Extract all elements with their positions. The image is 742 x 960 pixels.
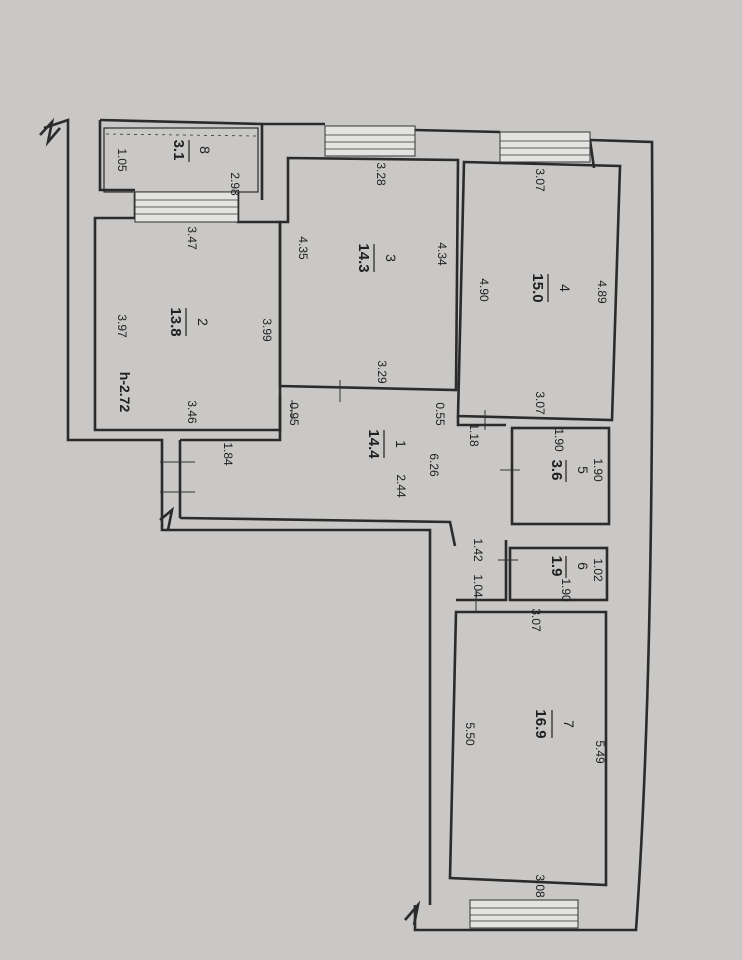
- window-room-7: [469, 899, 579, 929]
- room-1-area: 14.4: [365, 429, 382, 459]
- dim-r4-left: 4.90: [477, 278, 491, 302]
- dim-r6-b: 1.90: [559, 578, 573, 602]
- dim-r7-left: 5.50: [463, 722, 477, 746]
- dim-r2-right: 3.99: [260, 318, 274, 342]
- dim-r4-right: 4.89: [595, 280, 609, 304]
- dim-r3-left: 4.35: [296, 236, 310, 260]
- window-room-4: [499, 131, 591, 163]
- room-4-number: 4: [557, 284, 573, 292]
- outer-walls: [39, 117, 654, 932]
- room-3-area: 14.3: [355, 243, 372, 272]
- room-6-area: 1.9: [548, 556, 565, 577]
- dim-r7-right: 5.49: [593, 740, 607, 764]
- dim-r2-top: 3.47: [185, 226, 199, 250]
- dim-r5-a: 1.90: [552, 428, 566, 452]
- dim-hall-len: 6.26: [427, 453, 441, 477]
- ceiling-height: h-2.72: [117, 372, 133, 413]
- room-1: [160, 395, 506, 547]
- dim-r7-bottom: 3.08: [533, 874, 547, 898]
- room-8-area: 3.1: [170, 140, 187, 161]
- dim-hall-e: 1.04: [471, 574, 485, 598]
- dim-hall-d: 1.42: [471, 538, 485, 562]
- room-2: [93, 191, 282, 432]
- dim-r5-b: 1.90: [591, 458, 605, 482]
- room-3: [278, 125, 460, 402]
- room-labels: 8 3.1 2 13.8 h-2.72 3 14.3 4 15.0 1 14.4…: [117, 140, 591, 739]
- dim-hall-c: 1.18: [467, 423, 481, 447]
- dim-r4-top: 3.07: [533, 168, 547, 192]
- room-4: [456, 131, 622, 430]
- dim-r7-top: 3.07: [529, 608, 543, 632]
- room-7-area: 16.9: [532, 709, 549, 738]
- dim-r8-len: 2.98: [228, 172, 242, 196]
- room-8-number: 8: [197, 146, 213, 154]
- dim-r2-left: 3.97: [115, 314, 129, 338]
- room-5: [500, 426, 611, 526]
- dim-r8-side: 1.05: [115, 148, 129, 172]
- dim-r6-a: 1.02: [591, 558, 605, 582]
- room-6-number: 6: [575, 562, 591, 570]
- room-4-area: 15.0: [529, 273, 546, 302]
- room-3-number: 3: [383, 254, 399, 262]
- room-2-number: 2: [195, 318, 211, 326]
- window-room-3: [324, 125, 416, 157]
- dim-r3-bottom: 3.29: [375, 360, 389, 384]
- dimension-labels: 1.05 2.98 3.47 3.97 3.99 3.46 1.84 3.28 …: [115, 148, 609, 898]
- room-5-number: 5: [575, 466, 591, 474]
- dim-hall-w: 2.44: [394, 474, 408, 498]
- dim-r3-right: 4.34: [435, 242, 449, 266]
- room-6: [498, 546, 609, 602]
- room-7-number: 7: [561, 720, 577, 728]
- room-5-area: 3.6: [548, 460, 565, 481]
- dim-hall-a: 0.95: [287, 402, 301, 426]
- dim-r2-bottom: 3.46: [185, 400, 199, 424]
- dim-r4-bottom: 3.07: [533, 391, 547, 415]
- dim-hall-b: 0.55: [433, 402, 447, 426]
- room-2-area: 13.8: [167, 307, 184, 336]
- room-1-number: 1: [393, 440, 409, 448]
- room-7: [448, 540, 608, 929]
- dim-corridor-a: 1.84: [221, 442, 235, 466]
- dim-r3-top: 3.28: [374, 162, 388, 186]
